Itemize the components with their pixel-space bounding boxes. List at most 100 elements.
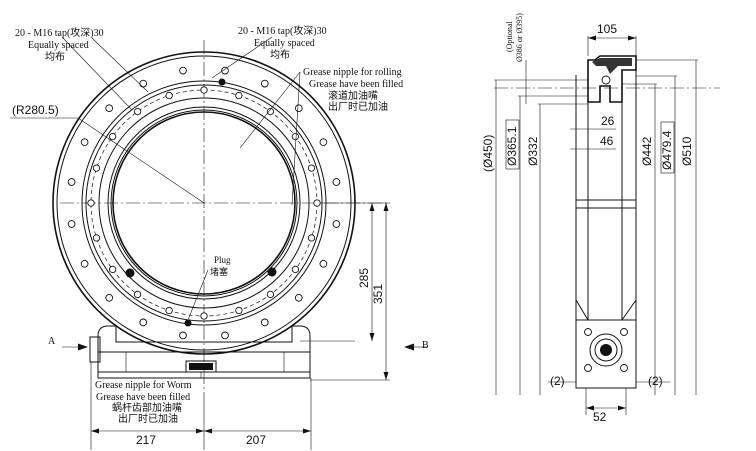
dia-442: Ø442	[640, 136, 654, 166]
leader-line	[211, 36, 273, 79]
grease-nipple-dot	[267, 267, 277, 277]
bolt-hole	[80, 259, 89, 268]
inner-ring-outer-edge	[107, 106, 301, 300]
front-view: 20 - M16 tap(攻深)30 Equally spaced 均布 20 …	[10, 24, 429, 450]
grease-worm-line1: Grease nipple for Worm	[95, 380, 192, 391]
tapped-holes-right-line3: 均布	[270, 49, 290, 61]
leader-line	[61, 36, 133, 111]
inner-tapped-holes	[87, 86, 321, 320]
bolt-hole	[165, 306, 173, 315]
arrowheads	[586, 405, 626, 411]
bolt-hole	[139, 79, 148, 88]
grease-worm-line4: 出厂时已加油	[118, 412, 178, 425]
bolt-hole	[108, 265, 117, 274]
housing-lugs	[97, 325, 311, 352]
tapped-holes-left-line3: 均布	[45, 51, 65, 63]
dim-105: 105	[597, 22, 617, 36]
bolt-hole	[319, 259, 328, 268]
bolt-hole	[221, 331, 229, 340]
bolt-hole	[105, 293, 114, 302]
bolt-hole	[235, 306, 243, 315]
dim-351: 351	[371, 284, 385, 304]
plug-label-cn: 堵塞	[210, 266, 228, 277]
bolt-hole	[92, 164, 101, 172]
section-hatch	[592, 58, 632, 74]
bolt-hole	[108, 132, 117, 141]
worm-shaft-mid	[594, 338, 618, 362]
section-arrow-b-head	[404, 343, 414, 351]
dia-479: Ø479.4	[660, 130, 674, 170]
tapped-holes-right-line1: 20 - M16 tap(攻深)30	[238, 24, 327, 37]
bolt-hole	[200, 312, 208, 320]
bolt-hole	[266, 107, 275, 116]
worm-housing	[89, 325, 311, 379]
dim-285: 285	[357, 268, 371, 288]
optional-line1: (Optional	[505, 21, 514, 52]
grease-worm-line3: 蜗杆齿部加油嘴	[112, 401, 182, 414]
bolt-hole	[291, 265, 300, 274]
grease-rolling-line2: Grease have been filled	[309, 79, 403, 90]
bolt-hole	[200, 86, 208, 94]
side-chamfers	[575, 299, 637, 321]
worm-shaft-outer	[589, 333, 623, 367]
bolt-hole	[307, 164, 316, 172]
worm-shaft-center	[600, 344, 612, 356]
arrowheads	[91, 428, 311, 434]
leader-line	[187, 269, 209, 321]
bolt-hole	[260, 318, 269, 327]
bolt-hole	[307, 234, 316, 242]
dim-52: 52	[593, 410, 607, 424]
tapped-holes-left-line2: Equally spaced	[28, 40, 89, 51]
bolt-hole	[584, 328, 592, 336]
dia-365: Ø365.1	[505, 126, 519, 166]
dia-450: (Ø450)	[481, 135, 495, 172]
dim-217: 217	[136, 433, 156, 447]
leader-line	[91, 37, 149, 93]
optional-line2: Ø386 or Ø395)	[515, 13, 524, 62]
radius-leader	[77, 117, 205, 204]
bolt-hole	[165, 91, 173, 100]
bolt-hole	[179, 331, 187, 340]
bolt-hole	[105, 104, 114, 113]
outer-tapped-holes	[67, 66, 341, 340]
bolt-hole	[620, 364, 628, 372]
grease-rolling-line1: Grease nipple for rolling	[303, 67, 402, 78]
bolt-hole	[67, 178, 76, 186]
leader-line	[239, 71, 301, 149]
bolt-hole	[584, 364, 592, 372]
bolt-hole	[235, 91, 243, 100]
bolt-hole	[620, 328, 628, 336]
section-arrow-a-head	[78, 343, 88, 351]
grease-rolling-line4: 出厂时已加油	[328, 100, 388, 113]
ball-section	[601, 75, 611, 85]
bolt-hole	[319, 138, 328, 147]
dia-479-box	[660, 121, 675, 174]
grease-nipple-dot	[125, 268, 135, 278]
inner-ring-bore-chamfer	[110, 109, 298, 297]
worm-housing-base	[97, 371, 311, 379]
plug-label: Plug	[214, 255, 231, 265]
bolt-hole	[92, 234, 101, 242]
plug-dot	[184, 319, 192, 327]
section-profile-top	[587, 55, 637, 103]
grease-worm-line2: Grease have been filled	[96, 392, 190, 403]
bolt-hole	[67, 220, 76, 228]
bolt-hole	[179, 66, 187, 75]
section-label-b: B	[422, 340, 429, 351]
tapped-holes-left-line1: 20 - M16 tap(攻深)30	[15, 26, 104, 39]
section-label-a: A	[48, 336, 56, 347]
bolt-hole	[332, 178, 341, 186]
dim-26: 26	[601, 114, 615, 128]
bolt-hole	[260, 79, 269, 88]
bolt-hole	[221, 66, 229, 75]
dim-2-right: (2)	[648, 374, 663, 388]
bolt-hole	[133, 107, 142, 116]
bolt-hole	[332, 220, 341, 228]
worm-housing-side	[575, 319, 637, 389]
raceway-ring	[98, 97, 310, 309]
dim-2-left: (2)	[550, 374, 565, 388]
bolt-hole	[133, 290, 142, 299]
tapped-holes-right-line2: Equally spaced	[254, 38, 315, 49]
inner-bore	[112, 111, 296, 295]
